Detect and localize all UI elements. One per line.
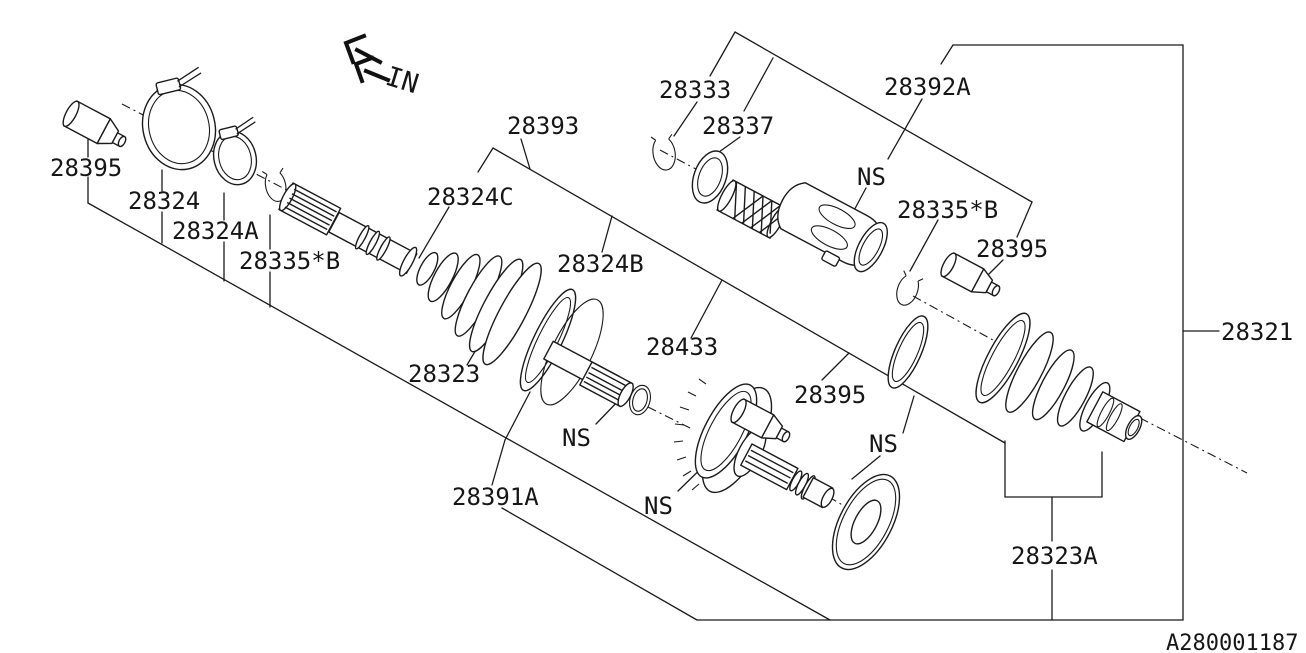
part-label-28335B-left[interactable]: 28335*B (239, 247, 340, 275)
label-ns-innerjoint: NS (857, 163, 886, 191)
label-ns-washer: NS (869, 430, 898, 458)
label-ns-gear: NS (644, 492, 673, 520)
part-label-28324C[interactable]: 28324C (427, 183, 514, 211)
label-ns-shaftend: NS (562, 424, 591, 452)
part-label-28324[interactable]: 28324 (128, 187, 200, 215)
grease-cap-bottom-drawing (730, 398, 791, 443)
stopper-ring-drawing (628, 384, 652, 416)
part-label-28324B[interactable]: 28324B (557, 250, 644, 278)
part-label-28391A[interactable]: 28391A (452, 483, 539, 511)
part-label-28321[interactable]: 28321 (1221, 318, 1293, 346)
grease-cap-left-drawing (62, 100, 127, 148)
part-label-28395-bottom[interactable]: 28395 (794, 381, 866, 409)
axle-shaft-rear-spline-drawing (579, 361, 634, 408)
snap-ring-right-drawing (896, 270, 924, 306)
inner-joint-spline-shaft-drawing (716, 179, 787, 239)
snap-ring-28333-drawing (650, 134, 676, 171)
axle-shaft-front-drawing (328, 211, 418, 277)
part-label-28433[interactable]: 28433 (646, 333, 718, 361)
part-label-28393[interactable]: 28393 (507, 112, 579, 140)
drawing-number: A280001187 (1166, 631, 1298, 653)
part-labels: 28395 28324 28324A 28335*B 28393 28324C … (50, 73, 1293, 570)
boot-retainer-ring-drawing (887, 315, 929, 389)
inner-joint-housing-drawing (777, 182, 888, 273)
part-label-28323[interactable]: 28323 (408, 360, 480, 388)
stub-shaft-drawing (740, 443, 835, 509)
direction-in-arrow-icon (343, 33, 391, 84)
part-label-28337[interactable]: 28337 (702, 112, 774, 140)
direction-in-label: IN (382, 61, 422, 100)
boot-band-small-drawing (212, 116, 258, 186)
part-label-28395-left[interactable]: 28395 (50, 154, 122, 182)
part-label-28323A[interactable]: 28323A (1011, 542, 1098, 570)
part-label-28395-right[interactable]: 28395 (976, 235, 1048, 263)
part-label-28324A[interactable]: 28324A (172, 217, 259, 245)
part-label-28335B-right[interactable]: 28335*B (897, 196, 998, 224)
cv-boot-inner-drawing (975, 312, 1143, 443)
baffle-ring-28337-drawing (691, 150, 729, 204)
grease-cap-right-drawing (940, 252, 1001, 297)
snap-ring-left-drawing (261, 167, 287, 202)
part-label-28333[interactable]: 28333 (659, 76, 731, 104)
centerlines (121, 103, 1248, 514)
dust-shield-washer-drawing (831, 473, 901, 571)
leader-lines (87, 31, 1220, 621)
part-label-28392A[interactable]: 28392A (884, 73, 971, 101)
cv-boot-outer-drawing (416, 251, 542, 366)
boot-band-large-drawing (141, 66, 217, 171)
